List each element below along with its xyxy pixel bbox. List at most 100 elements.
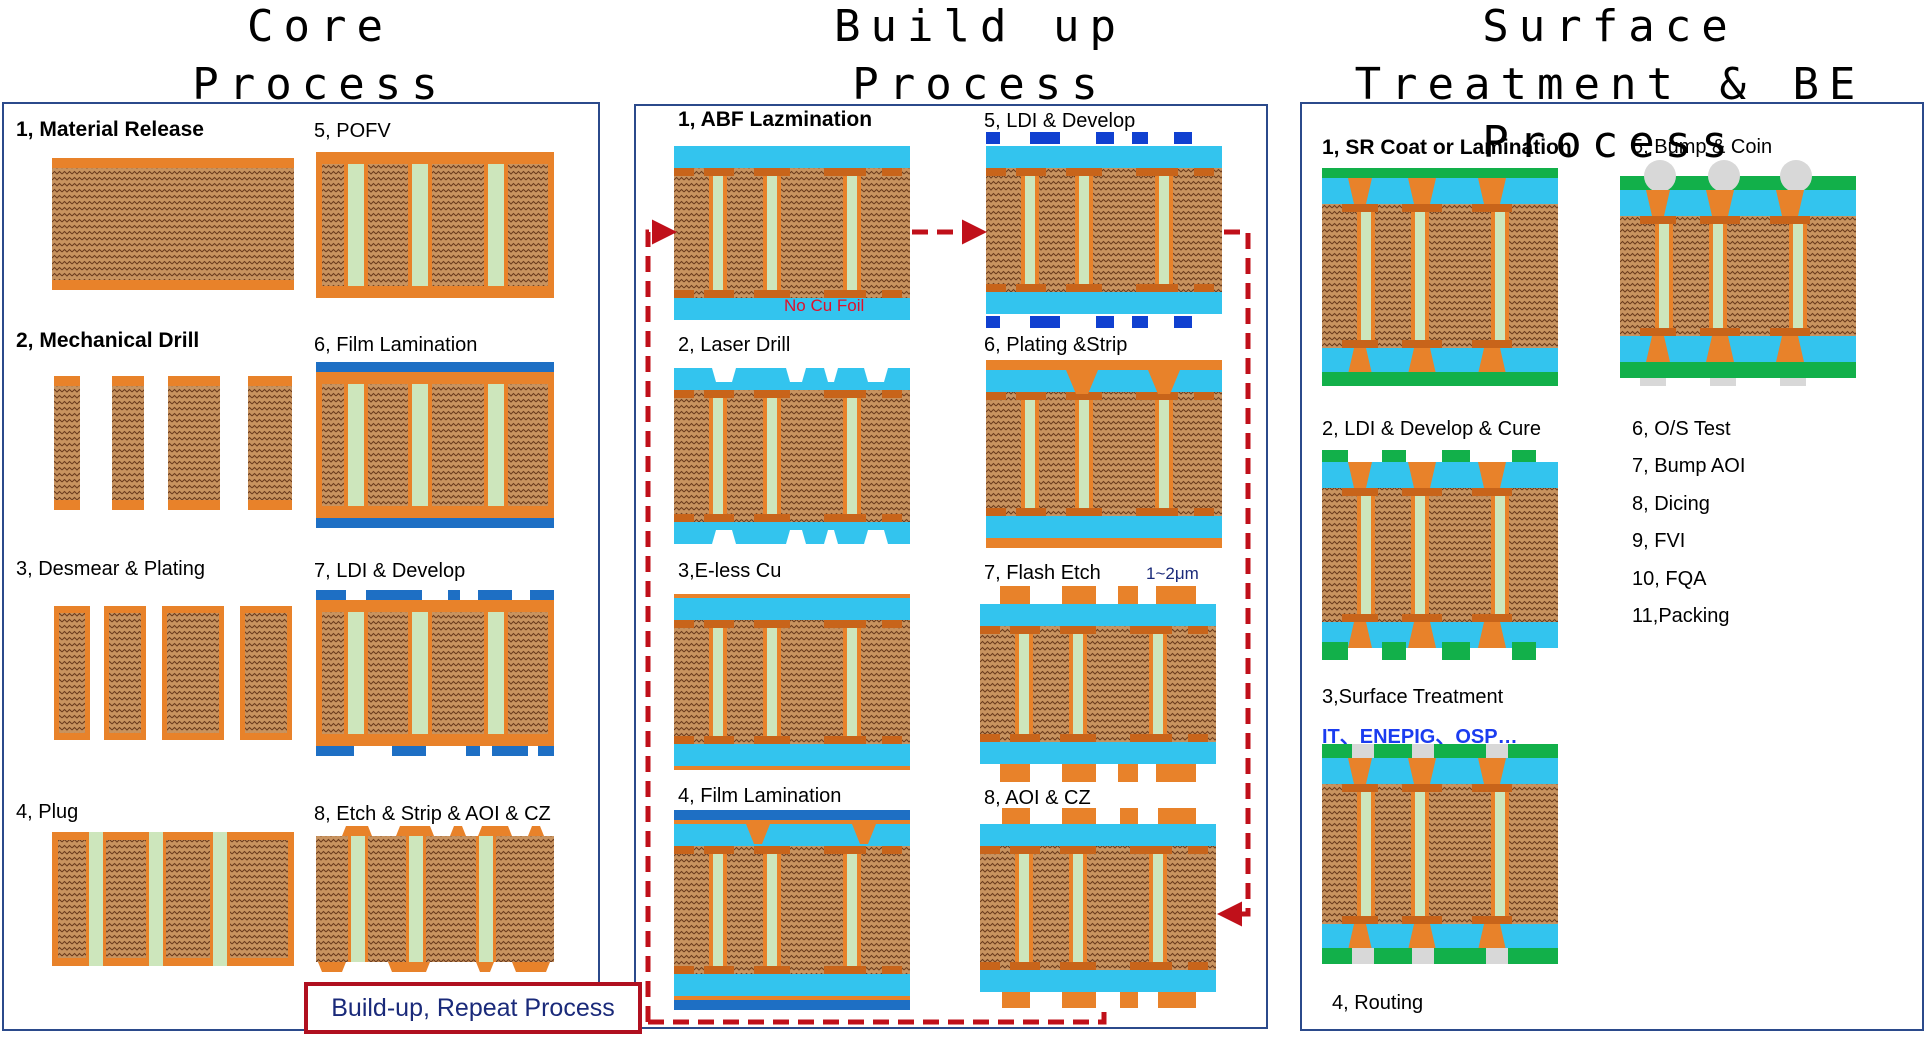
via-plug xyxy=(767,846,777,974)
via-plug xyxy=(713,846,723,974)
via xyxy=(1408,348,1436,374)
copper-pad xyxy=(704,514,734,522)
copper-pad xyxy=(882,390,902,398)
copper-pad xyxy=(1342,614,1378,622)
copper-pad xyxy=(1402,614,1442,622)
buildup-flash-etch-figure xyxy=(980,586,1216,782)
copper-pad xyxy=(1016,392,1046,400)
copper-pad xyxy=(1120,992,1138,1008)
laser-via xyxy=(824,530,838,544)
solder-mask xyxy=(1322,642,1348,660)
via-plug xyxy=(1495,488,1505,622)
copper-foil-bottom xyxy=(52,280,294,290)
copper-pad xyxy=(1002,992,1030,1008)
filled-via xyxy=(1148,370,1180,394)
surface-step-2-label: 2, LDI & Develop & Cure xyxy=(1322,418,1541,440)
filled-via xyxy=(1066,370,1098,394)
copper-pad xyxy=(882,846,902,854)
surface-finish xyxy=(1412,744,1434,760)
flow-arrow-to-abf xyxy=(645,219,677,1022)
core-laminate xyxy=(52,168,294,280)
copper-pad xyxy=(674,966,694,974)
dry-film xyxy=(674,810,910,820)
copper-pad xyxy=(1402,784,1442,792)
surface-step-6-label: 6, O/S Test xyxy=(1632,418,1731,440)
surface-finish xyxy=(1352,948,1374,964)
copper-pad xyxy=(1342,488,1378,496)
ldi-resist xyxy=(1030,316,1060,328)
via xyxy=(1478,758,1506,784)
copper-pad xyxy=(1016,284,1046,292)
surface-step-3-label: 3,Surface Treatment xyxy=(1322,686,1504,708)
copper-pad xyxy=(1188,846,1208,854)
copper-trace xyxy=(528,826,544,836)
copper-pad xyxy=(1194,168,1214,176)
buildup-eless-cu-figure xyxy=(674,594,910,770)
via xyxy=(1408,462,1436,488)
laser-via xyxy=(824,368,838,382)
core-step-2-label: 2, Mechanical Drill xyxy=(16,329,200,352)
core-etch-strip-figure xyxy=(316,826,554,972)
copper-pad xyxy=(704,390,734,398)
via-plug xyxy=(412,612,428,734)
solder-bump xyxy=(1644,160,1676,192)
copper-pad xyxy=(1136,284,1178,292)
via-plug xyxy=(1415,204,1425,348)
copper-pad xyxy=(1770,328,1810,336)
core-segment xyxy=(167,613,219,733)
copper-pad xyxy=(674,168,694,176)
copper-pad xyxy=(980,626,1000,634)
surface-finish xyxy=(1486,948,1508,964)
ldi-resist xyxy=(986,132,1000,144)
via-plug xyxy=(488,384,504,506)
via xyxy=(1646,190,1670,216)
copper-pad xyxy=(1472,204,1512,212)
copper-pad xyxy=(824,514,866,522)
abf-layer xyxy=(674,146,910,168)
copper-pad xyxy=(754,736,790,744)
core-material-release-figure xyxy=(52,158,294,290)
via-plug xyxy=(1415,784,1425,924)
via xyxy=(1776,190,1804,216)
copper-pad xyxy=(986,392,1006,400)
copper-pad xyxy=(1066,508,1102,516)
copper-pad xyxy=(882,736,902,744)
copper-pad xyxy=(882,290,902,298)
copper-pad xyxy=(824,390,866,398)
eless-copper xyxy=(674,996,910,1000)
core-segment xyxy=(109,613,141,733)
core-step-7-label: 7, LDI & Develop xyxy=(314,560,466,582)
surface-process-panel xyxy=(1300,102,1924,1031)
eless-copper xyxy=(674,820,910,824)
copper-foil xyxy=(54,500,80,510)
copper-pad xyxy=(980,962,1000,970)
via-plug xyxy=(1019,846,1029,970)
core-segment xyxy=(112,386,144,500)
copper-pad xyxy=(704,290,734,298)
via-plug xyxy=(713,390,723,522)
core-plug-figure xyxy=(52,832,294,966)
buildup-ldi-develop-figure xyxy=(986,132,1222,328)
buildup-process-title: Build up Process xyxy=(834,1,1126,110)
via xyxy=(1348,758,1372,784)
copper-pad xyxy=(1118,586,1138,604)
copper-pad xyxy=(1062,992,1096,1008)
buildup-step-1-label: 1, ABF Lazmination xyxy=(678,108,873,131)
via xyxy=(1646,336,1670,362)
copper-pad xyxy=(980,734,1000,742)
core-process-panel xyxy=(2,102,600,1031)
via-plug xyxy=(847,620,857,744)
surface-treatment-options: IT、ENEPIG、OSP… xyxy=(1322,726,1518,748)
via xyxy=(1706,190,1734,216)
copper-pad xyxy=(1010,626,1040,634)
abf-layer xyxy=(986,516,1222,538)
no-cu-foil-note: No Cu Foil xyxy=(784,296,865,315)
copper-pad xyxy=(1194,392,1214,400)
flash-etch-thickness-note: 1~2μm xyxy=(1146,564,1199,583)
resist-pattern xyxy=(316,746,354,756)
copper-pad xyxy=(1010,734,1040,742)
copper-pad xyxy=(1194,284,1214,292)
via-plug xyxy=(351,836,365,962)
via xyxy=(1478,178,1506,204)
via-plug xyxy=(1079,168,1089,292)
